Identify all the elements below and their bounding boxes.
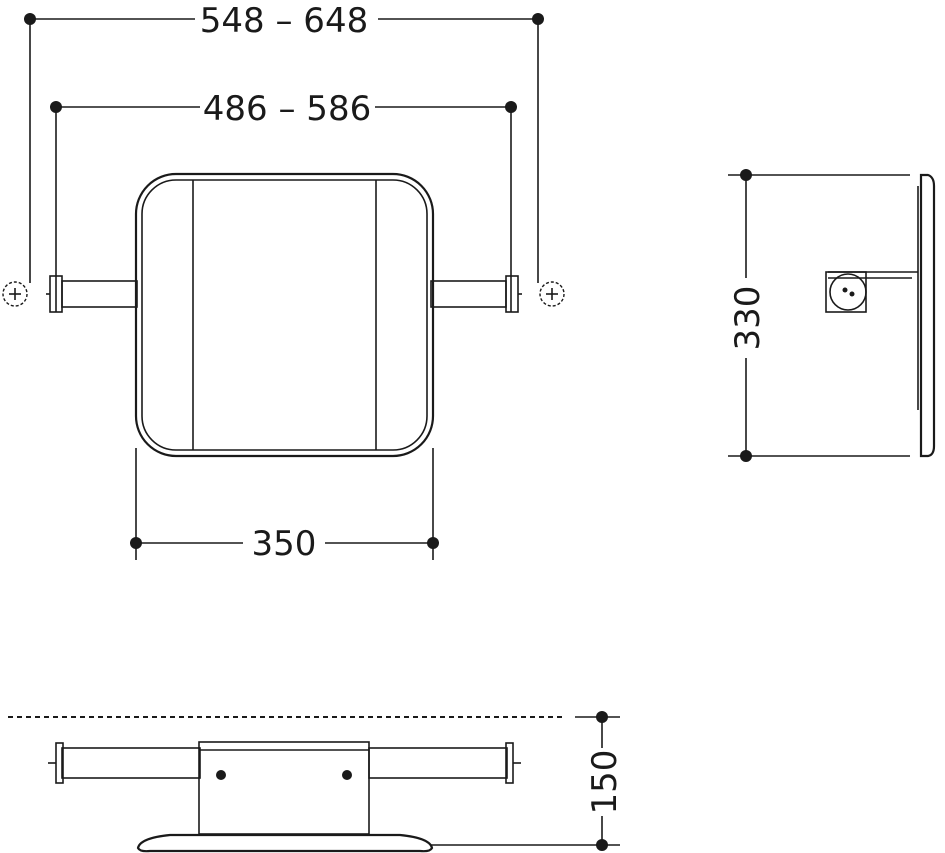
seat-width-label: 350 bbox=[252, 524, 317, 564]
top-seat-plate bbox=[136, 833, 434, 853]
side-seat-plate bbox=[917, 173, 936, 458]
left-mounting-bar bbox=[46, 275, 138, 313]
dimension-seat-width: 350 bbox=[130, 448, 439, 564]
fixing-hole-left-icon bbox=[2, 281, 28, 307]
top-view: 150 bbox=[8, 711, 625, 853]
side-view: 330 bbox=[728, 169, 936, 462]
fixing-hole-right-icon bbox=[539, 281, 565, 307]
seat-depth-label: 330 bbox=[728, 286, 768, 351]
height-label: 150 bbox=[585, 750, 625, 815]
side-wall-bracket bbox=[825, 271, 918, 313]
inner-width-label: 486 – 586 bbox=[203, 89, 371, 129]
dimension-seat-depth: 330 bbox=[728, 169, 910, 462]
right-mounting-bar bbox=[430, 275, 522, 313]
dimension-inner-width: 486 – 586 bbox=[50, 89, 517, 276]
dimension-height: 150 bbox=[430, 711, 625, 851]
outer-width-label: 548 – 648 bbox=[200, 1, 368, 41]
front-view: 548 – 648 486 – 586 bbox=[2, 1, 565, 564]
top-center-bracket bbox=[198, 741, 370, 835]
seat-panel bbox=[134, 172, 435, 458]
dimension-outer-width: 548 – 648 bbox=[24, 1, 544, 283]
top-mounting-bars bbox=[48, 742, 521, 784]
